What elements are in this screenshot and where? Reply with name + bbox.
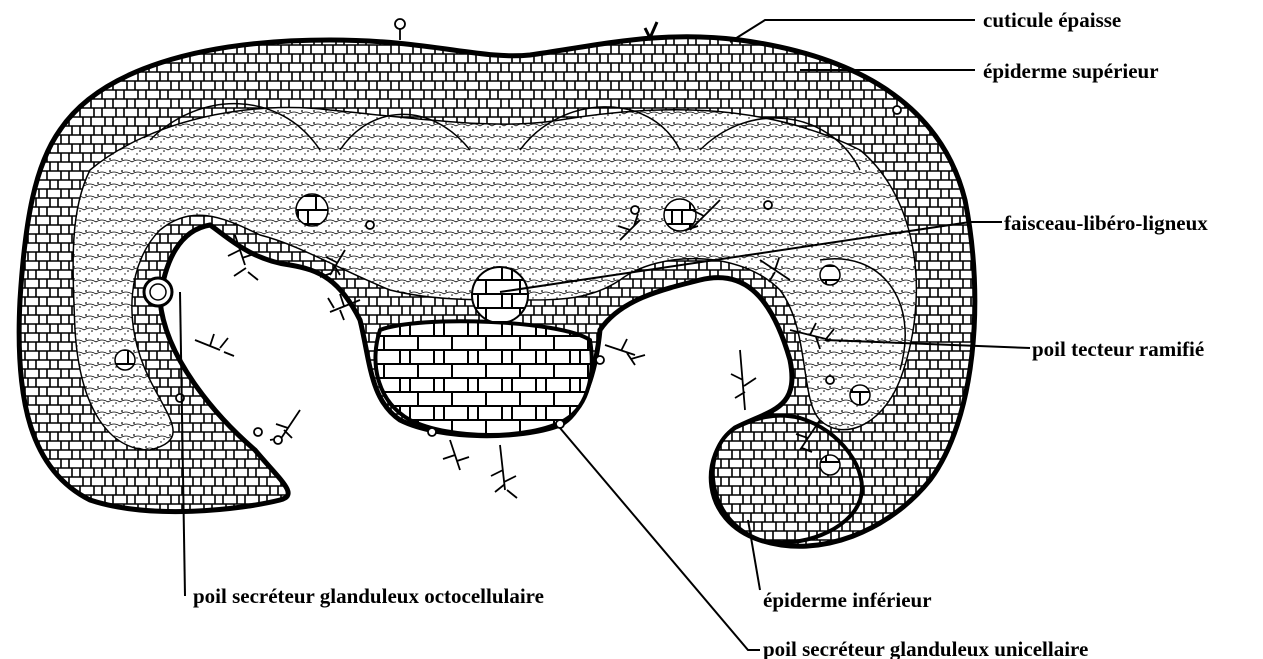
label-unicellular-gland: poil secréteur glanduleux unicellaire <box>763 637 1088 659</box>
label-cuticle: cuticule épaisse <box>983 8 1121 32</box>
label-upper-epidermis: épiderme supérieur <box>983 59 1159 83</box>
label-vascular-bundle: faisceau-libéro-ligneux <box>1004 211 1208 235</box>
label-octocellular-gland: poil secréteur glanduleux octocellulaire <box>193 584 544 608</box>
label-lower-epidermis: épiderme inférieur <box>763 588 932 612</box>
label-branched-hair: poil tecteur ramifié <box>1032 337 1204 361</box>
leaf-blade <box>19 37 975 547</box>
